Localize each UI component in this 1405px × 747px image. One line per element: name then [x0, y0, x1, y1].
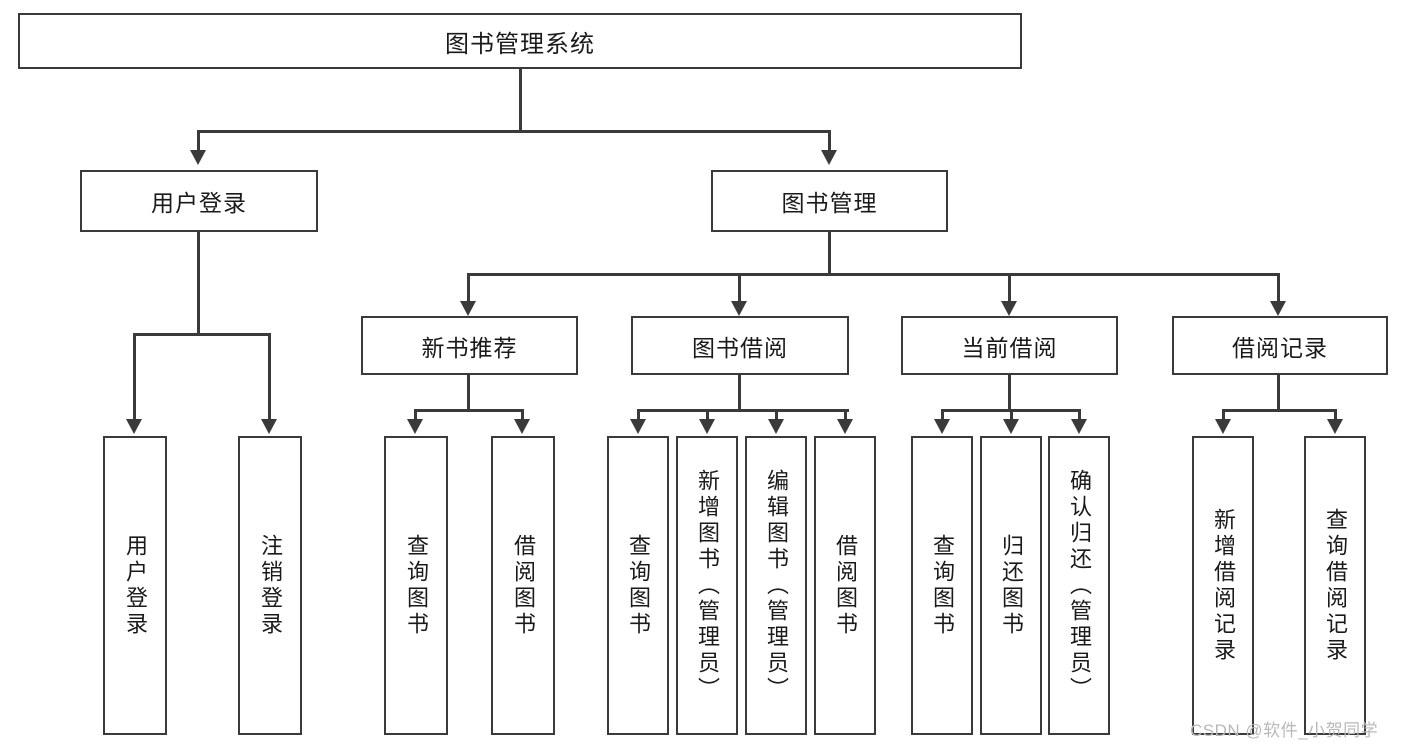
leaf-label: 确认归还（管理员）	[1067, 468, 1092, 703]
connector-bm-child-2	[738, 273, 741, 303]
leaf-label: 查询图书	[930, 533, 955, 638]
arrowhead-cb-leaf-1	[934, 419, 950, 434]
connector-root-bus	[197, 130, 831, 133]
arrowhead-cb-leaf-3	[1071, 419, 1087, 434]
leaf-bb-edit-book-admin[interactable]: 编辑图书（管理员）	[745, 436, 807, 735]
leaf-bb-borrow-book[interactable]: 借阅图书	[814, 436, 876, 735]
leaf-user-login[interactable]: 用户登录	[103, 436, 167, 735]
leaf-logout[interactable]: 注销登录	[238, 436, 302, 735]
leaf-bb-query-book[interactable]: 查询图书	[607, 436, 669, 735]
leaf-label: 归还图书	[999, 533, 1024, 638]
leaf-label: 注销登录	[258, 533, 283, 638]
arrowhead-leaf-user-login	[126, 419, 142, 434]
node-label: 新书推荐	[421, 334, 518, 361]
connector-nbr-child-1	[414, 409, 417, 421]
arrowhead-book-management	[821, 150, 837, 165]
arrowhead-book-borrow	[731, 301, 747, 316]
connector-br-child-2	[1334, 409, 1337, 421]
arrowhead-cb-leaf-2	[1003, 419, 1019, 434]
leaf-label: 借阅图书	[511, 533, 536, 638]
leaf-nbr-query-book[interactable]: 查询图书	[384, 436, 448, 735]
connector-bb-child-4	[844, 409, 847, 421]
leaf-label: 编辑图书（管理员）	[764, 468, 789, 703]
node-label: 用户登录	[151, 190, 247, 216]
connector-bm-child-1	[467, 273, 470, 303]
connector-br-bus	[1222, 409, 1337, 412]
leaf-label: 查询图书	[404, 533, 429, 638]
node-current-borrow[interactable]: 当前借阅	[901, 316, 1118, 375]
node-book-borrow[interactable]: 图书借阅	[631, 316, 849, 375]
connector-cb-stem	[1008, 375, 1011, 411]
arrowhead-borrow-record	[1270, 301, 1286, 316]
connector-br-stem	[1277, 375, 1280, 411]
leaf-cb-query-book[interactable]: 查询图书	[911, 436, 973, 735]
arrowhead-nbr-leaf-1	[407, 419, 423, 434]
node-label: 借阅记录	[1232, 334, 1328, 361]
connector-nbr-bus	[414, 409, 524, 412]
arrowhead-current-borrow	[1001, 301, 1017, 316]
connector-bb-stem	[738, 375, 741, 411]
leaf-label: 用户登录	[123, 533, 148, 638]
arrowhead-nbr-leaf-2	[514, 419, 530, 434]
arrowhead-bb-leaf-2	[699, 419, 715, 434]
connector-root-to-user-login	[197, 130, 200, 152]
connector-nbr-stem	[467, 375, 470, 411]
connector-user-login-child-1	[133, 333, 136, 421]
node-root-book-management-system[interactable]: 图书管理系统	[18, 13, 1022, 69]
connector-nbr-child-2	[521, 409, 524, 421]
arrowhead-br-leaf-2	[1327, 419, 1343, 434]
leaf-label: 新增借阅记录	[1211, 507, 1236, 664]
connector-cb-child-2	[1010, 409, 1013, 421]
connector-bm-child-3	[1008, 273, 1011, 303]
connector-user-login-bus	[133, 333, 271, 336]
arrowhead-bb-leaf-4	[837, 419, 853, 434]
leaf-label: 查询借阅记录	[1323, 507, 1348, 664]
arrowhead-br-leaf-1	[1215, 419, 1231, 434]
node-label: 当前借阅	[961, 334, 1058, 361]
arrowhead-bb-leaf-3	[768, 419, 784, 434]
connector-user-login-stem	[197, 232, 200, 335]
arrowhead-bb-leaf-1	[630, 419, 646, 434]
node-new-book-recommend[interactable]: 新书推荐	[361, 316, 578, 375]
connector-book-management-bus	[467, 273, 1280, 276]
leaf-label: 借阅图书	[833, 533, 858, 638]
node-user-login[interactable]: 用户登录	[80, 170, 318, 232]
connector-bm-child-4	[1277, 273, 1280, 303]
arrowhead-leaf-logout	[261, 419, 277, 434]
node-label: 图书管理	[781, 190, 878, 216]
leaf-cb-return-book[interactable]: 归还图书	[980, 436, 1042, 735]
leaf-label: 查询图书	[626, 533, 651, 638]
node-book-management[interactable]: 图书管理	[711, 170, 948, 232]
arrowhead-new-book-recommend	[460, 301, 476, 316]
leaf-br-add-record[interactable]: 新增借阅记录	[1192, 436, 1254, 735]
leaf-br-query-record[interactable]: 查询借阅记录	[1304, 436, 1366, 735]
csdn-watermark: CSDN @软件_小贺同学	[1190, 721, 1379, 740]
connector-cb-child-3	[1078, 409, 1081, 421]
connector-bb-child-3	[775, 409, 778, 421]
node-borrow-record[interactable]: 借阅记录	[1172, 316, 1388, 375]
connector-user-login-child-2	[268, 333, 271, 421]
node-label: 图书管理系统	[445, 30, 595, 58]
connector-book-management-stem	[828, 232, 831, 275]
connector-root-stem	[519, 69, 522, 132]
connector-bb-child-2	[706, 409, 709, 421]
connector-cb-child-1	[941, 409, 944, 421]
arrowhead-user-login	[190, 150, 206, 165]
leaf-cb-confirm-return-admin[interactable]: 确认归还（管理员）	[1048, 436, 1110, 735]
connector-bb-bus	[637, 409, 849, 412]
node-label: 图书借阅	[692, 334, 788, 361]
connector-br-child-1	[1222, 409, 1225, 421]
leaf-nbr-borrow-book[interactable]: 借阅图书	[491, 436, 555, 735]
connector-bb-child-1	[637, 409, 640, 421]
connector-root-to-book-management	[828, 130, 831, 152]
leaf-label: 新增图书（管理员）	[695, 468, 720, 703]
leaf-bb-add-book-admin[interactable]: 新增图书（管理员）	[676, 436, 738, 735]
